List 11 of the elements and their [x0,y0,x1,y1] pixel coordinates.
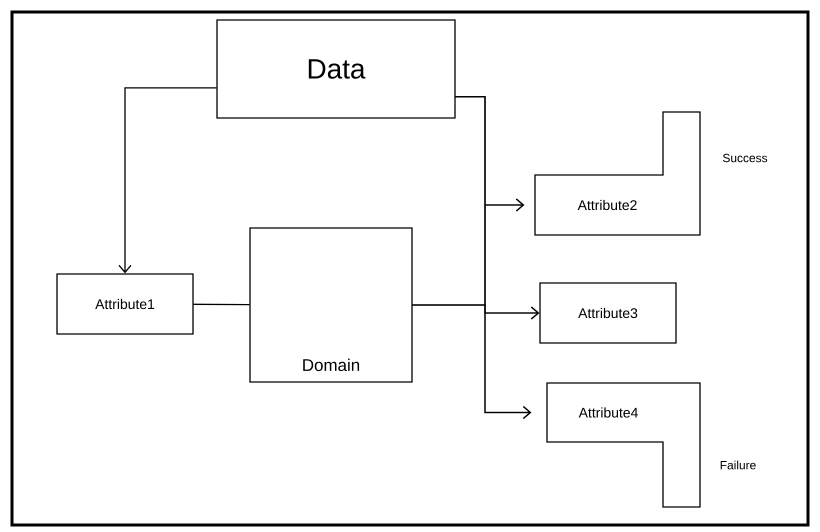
connector [194,304,250,306]
process-box: Attribute1 [56,273,194,335]
connector [412,304,532,419]
process-box: Data [216,19,456,119]
process-box: Attribute3 [539,282,677,344]
side-label: Success [722,154,768,162]
l-shaped-box: Attribute4 [546,382,701,508]
l-shaped-box: Attribute2 [534,111,701,236]
side-label: Failure [720,460,756,470]
process-box: Domain [249,227,413,383]
connector [118,87,216,274]
